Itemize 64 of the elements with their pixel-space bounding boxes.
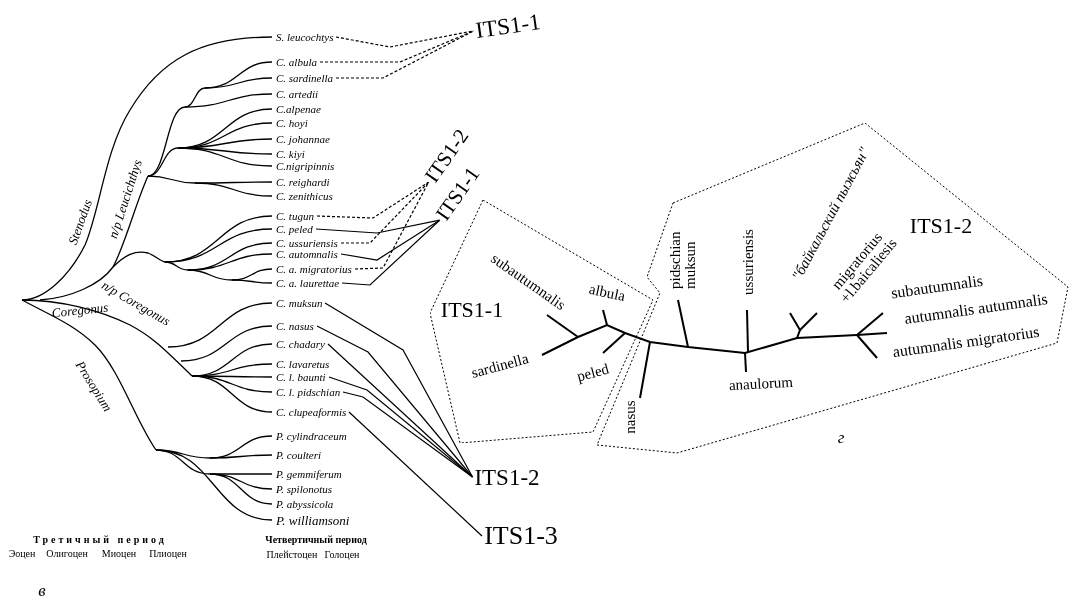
species-label: C. chadary — [276, 338, 325, 350]
leader-line — [335, 30, 475, 79]
leader-line — [324, 302, 474, 478]
leaf-label: ussuriensis — [740, 229, 756, 295]
species-label: C. albula — [276, 56, 317, 68]
species-label: C. lavaretus — [276, 358, 330, 370]
species-label: C. reighardi — [276, 176, 330, 188]
region-label: ITS1-2 — [909, 215, 973, 237]
species-label: C. ussuriensis — [276, 237, 338, 249]
clade-label: Coregonus — [51, 300, 109, 320]
leaf-label: sardinella — [469, 351, 531, 381]
species-label: C. l. pidschian — [276, 386, 341, 398]
leaf-label: albula — [587, 281, 627, 305]
marker-label: ITS1-1 — [474, 10, 542, 42]
leader-line — [316, 181, 430, 219]
species-label: C. a. migratorius — [276, 263, 352, 275]
species-label: C.nigripinnis — [276, 160, 335, 172]
panel-letter: в — [38, 581, 46, 599]
species-label: C. johannae — [276, 133, 330, 145]
species-label: P. williamsoni — [276, 513, 350, 527]
leaf-label: anaulorum — [728, 374, 794, 394]
epoch-label: Голоцен — [324, 550, 360, 560]
species-label: P. gemmiferum — [276, 468, 342, 480]
leader-line — [340, 181, 430, 244]
species-label: P. cylindraceum — [276, 430, 347, 442]
leaf-label: pidschian muksun — [668, 230, 698, 289]
epoch-label: Олигоцен — [46, 549, 88, 559]
species-label: P. spilonotus — [276, 483, 333, 495]
species-label: C. zenithicus — [276, 190, 333, 202]
epoch-label: Эоцен — [8, 549, 36, 559]
species-label: C. peled — [276, 223, 313, 235]
species-label: P. coulteri — [276, 449, 321, 461]
species-label: C. a. laurettae — [276, 277, 340, 289]
marker-label: ITS1-2 — [474, 465, 540, 489]
species-label: P. abyssicola — [276, 498, 334, 510]
leader-line — [348, 411, 483, 537]
species-label: C. nasus — [276, 320, 314, 332]
species-label: C.alpenae — [276, 103, 321, 115]
species-label: C. kiyi — [276, 148, 305, 160]
leader-line — [335, 30, 475, 48]
species-label: C. muksun — [276, 297, 323, 309]
leader-line — [342, 391, 474, 478]
species-label: C. automnalis — [276, 248, 338, 260]
period-label: Третичный период — [33, 535, 167, 545]
leaf-label: nasus — [622, 400, 638, 434]
species-label: C. hoyi — [276, 117, 308, 129]
leader-line — [354, 181, 430, 270]
epoch-label: Плейстоцен — [266, 550, 318, 560]
epoch-label: Плиоцен — [149, 549, 187, 559]
period-label: Четвертичный период — [265, 535, 367, 545]
species-label: C. sardinella — [276, 72, 334, 84]
leader-line — [327, 343, 474, 478]
leader-line — [315, 219, 441, 234]
epoch-label: Миоцен — [101, 549, 137, 559]
species-label: C. tugun — [276, 210, 314, 222]
marker-label: ITS1-3 — [484, 523, 558, 549]
species-label: C. l. baunti — [276, 371, 326, 383]
leaf-label: peled — [575, 361, 611, 385]
species-label: S. leucochtys — [276, 31, 334, 43]
leaf-label: autumnalis migratorius — [891, 323, 1041, 361]
leader-line — [341, 219, 441, 286]
species-label: C. artedii — [276, 88, 319, 100]
panel-letter: г — [837, 428, 845, 446]
species-label: C. clupeaformis — [276, 406, 347, 418]
